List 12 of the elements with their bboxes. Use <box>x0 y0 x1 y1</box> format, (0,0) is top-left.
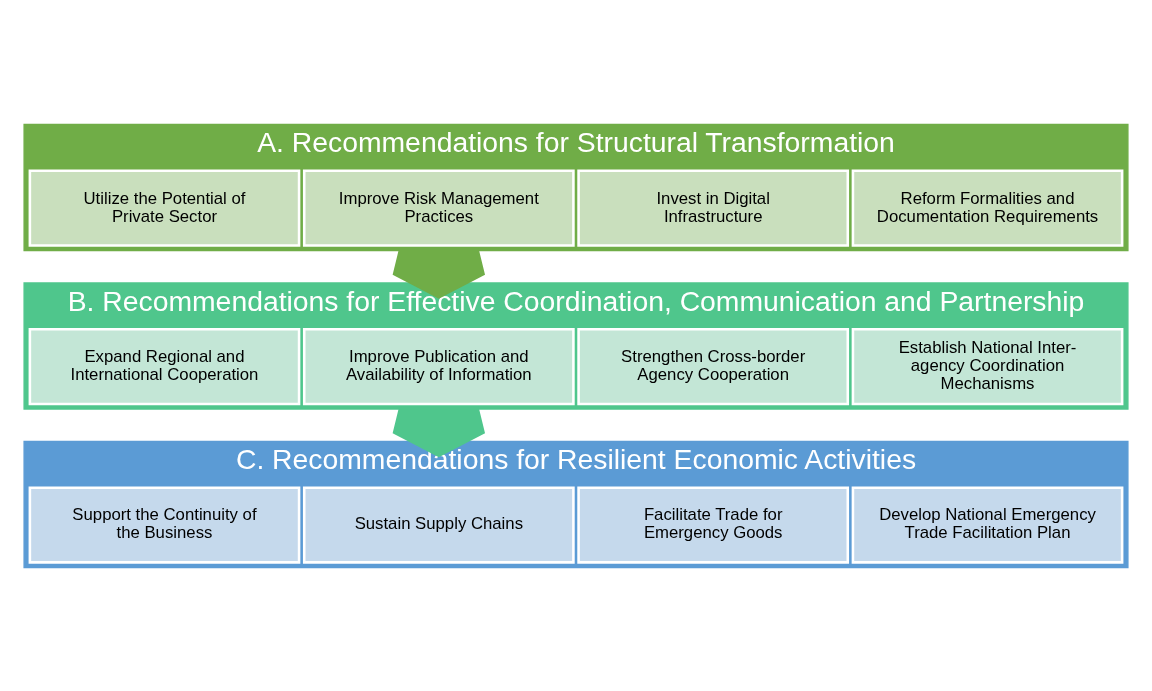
node-box: Improve Publication and Availability of Information <box>302 327 575 405</box>
node-box: Improve Risk Management Practices <box>302 169 575 247</box>
node-box: Facilitate Trade for Emergency Goods <box>577 485 850 564</box>
node-box: Establish National Inter-agency Coordination Mechanisms <box>851 327 1124 405</box>
node-box: Expand Regional and International Cooperation <box>28 327 301 405</box>
node-box: Invest in Digital Infrastructure <box>577 169 850 247</box>
node-box: Utilize the Potential of Private Sector <box>28 169 301 247</box>
node-box: Strengthen Cross-border Agency Cooperation <box>577 327 850 405</box>
node-box: Sustain Supply Chains <box>302 485 575 564</box>
node-box: Reform Formalities and Documentation Requirements <box>851 169 1124 247</box>
node-box: Support the Continuity of the Business <box>28 485 301 564</box>
node-box: Develop National Emergency Trade Facilitation Plan <box>851 485 1124 564</box>
